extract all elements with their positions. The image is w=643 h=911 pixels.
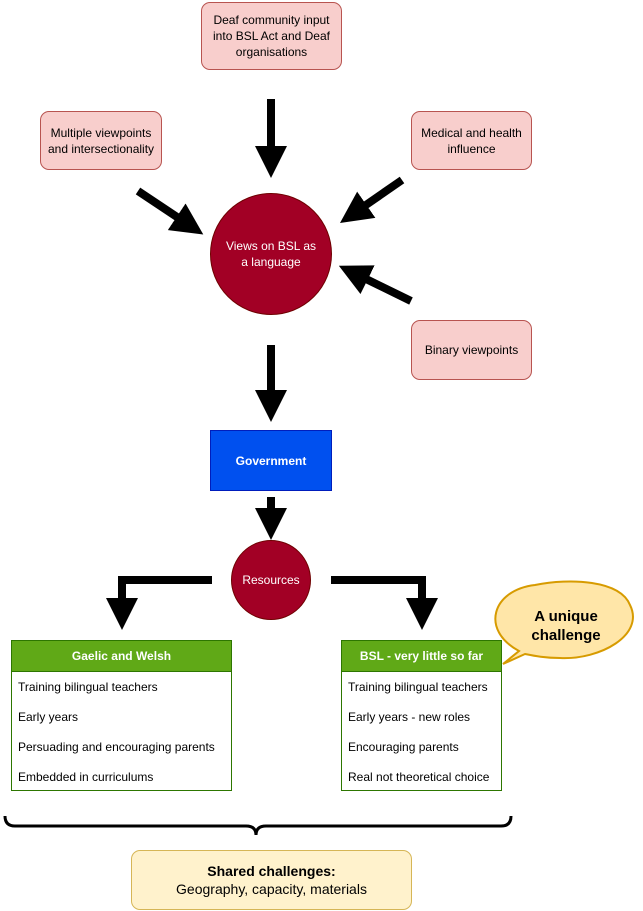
- list-item: Training bilingual teachers: [348, 680, 488, 694]
- views-on-bsl-label: Views on BSL as a language: [225, 239, 317, 269]
- resources-label: Resources: [242, 573, 300, 587]
- bsl-list: BSL - very little so far Training biling…: [341, 640, 502, 791]
- shared-challenges-box: Shared challenges: Geography, capacity, …: [131, 850, 412, 910]
- callout-bubble: [494, 580, 634, 665]
- medical-health-node: Medical and health influence: [411, 111, 532, 170]
- government-node: Government: [210, 430, 332, 491]
- arrow-multiple-to-views: [135, 187, 204, 235]
- binary-viewpoints-node: Binary viewpoints: [411, 320, 532, 380]
- multiple-viewpoints-node: Multiple viewpoints and intersectionalit…: [40, 111, 162, 170]
- medical-health-label: Medical and health influence: [421, 125, 522, 156]
- gaelic-welsh-list: Gaelic and Welsh Training bilingual teac…: [11, 640, 232, 791]
- list-item: Embedded in curriculums: [18, 770, 154, 784]
- government-label: Government: [235, 453, 307, 468]
- list-item: Persuading and encouraging parents: [18, 740, 215, 754]
- brace: [3, 815, 513, 836]
- list-item: Real not theoretical choice: [348, 770, 490, 784]
- bsl-title: BSL - very little so far: [342, 641, 501, 672]
- multiple-viewpoints-label: Multiple viewpoints and intersectionalit…: [47, 125, 155, 156]
- list-item: Early years: [18, 710, 79, 724]
- shared-challenges-title: Shared challenges:: [207, 863, 336, 879]
- list-item: Early years - new roles: [348, 710, 471, 724]
- arrow-resources-to-bsl: [331, 576, 438, 630]
- list-item: Encouraging parents: [348, 740, 459, 754]
- list-item: Training bilingual teachers: [18, 680, 158, 694]
- arrow-binary-to-views: [338, 265, 413, 305]
- arrow-resources-to-gaelic: [106, 576, 212, 630]
- deaf-community-label: Deaf community input into BSL Act and De…: [213, 13, 330, 59]
- binary-viewpoints-label: Binary viewpoints: [424, 343, 519, 357]
- views-on-bsl-node: Views on BSL as a language: [210, 193, 332, 315]
- deaf-community-node: Deaf community input into BSL Act and De…: [201, 2, 342, 70]
- unique-challenge-callout: A unique challenge: [531, 608, 601, 644]
- gaelic-welsh-title: Gaelic and Welsh: [12, 641, 231, 672]
- shared-challenges-body: Geography, capacity, materials: [176, 881, 367, 897]
- resources-node: Resources: [231, 540, 311, 620]
- arrow-medical-to-views: [339, 176, 405, 223]
